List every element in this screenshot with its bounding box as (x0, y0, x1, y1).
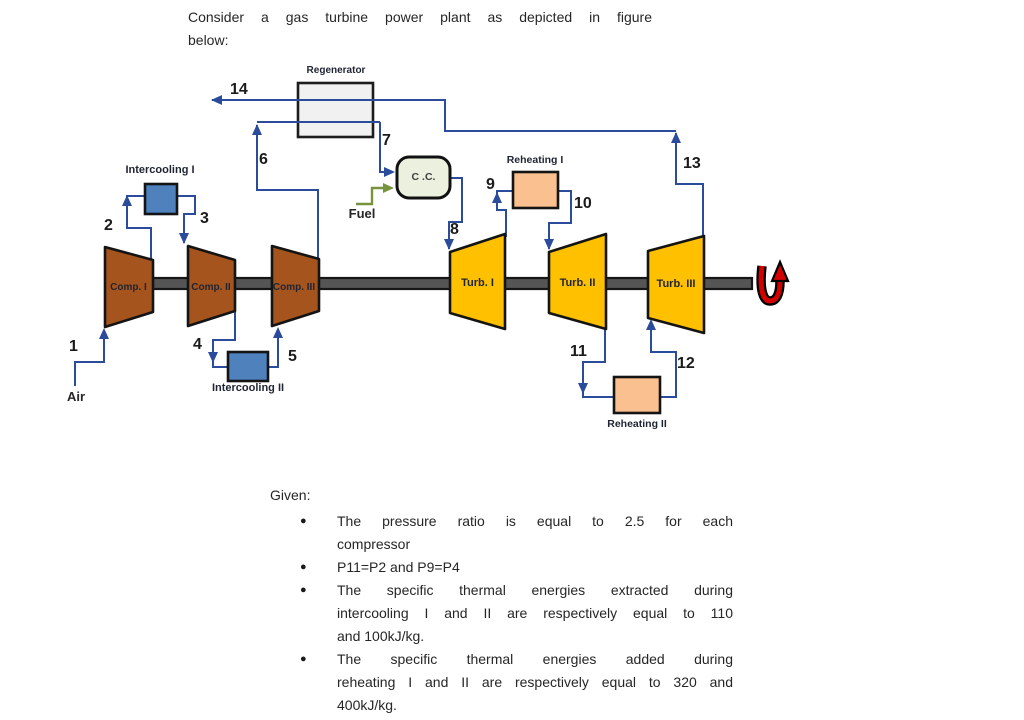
intro-line-2: below: (188, 32, 229, 48)
state-point-1: 1 (69, 338, 78, 355)
pipe-state-13 (675, 133, 704, 238)
state-point-11: 11 (570, 343, 587, 360)
bullet-icon: ● (300, 561, 307, 573)
pipe-state-11 (582, 329, 614, 398)
intro-paragraph: Consider a gas turbine power plant as de… (188, 6, 652, 52)
bullet-line: The pressure ratio is equal to 2.5 for e… (337, 513, 733, 529)
compressor-3-shape (270, 244, 321, 328)
arrow-4-icon (208, 352, 218, 363)
state-point-14: 14 (230, 81, 248, 98)
bullet-icon: ● (300, 515, 307, 527)
pipe-state-3 (177, 195, 196, 243)
intercooling-1-shape (143, 182, 179, 216)
arrow-5-icon (273, 327, 283, 338)
arrow-11-icon (578, 383, 588, 394)
pipe-state-14 (212, 99, 676, 132)
list-item: ● The specific thermal energies extracte… (300, 579, 740, 648)
bullet-text: The specific thermal energies added duri… (337, 648, 733, 717)
arrow-10-icon (544, 239, 554, 250)
combustion-chamber-label: C .C. (411, 171, 436, 183)
arrow-3-icon (179, 233, 189, 244)
regenerator-label: Regenerator (306, 65, 366, 76)
pipe-state-9 (496, 190, 513, 237)
bullet-line: 400kJ/kg. (337, 697, 397, 713)
arrow-2-icon (122, 195, 132, 206)
arrow-6-icon (252, 124, 262, 135)
intercooling-2-shape (226, 350, 270, 383)
state-point-5: 5 (288, 348, 297, 365)
pipe-state-5 (267, 330, 279, 368)
given-section: Given: ● The pressure ratio is equal to … (270, 487, 740, 717)
regenerator-shape (296, 81, 375, 139)
arrow-9-icon (492, 192, 502, 203)
bullet-line: compressor (337, 536, 411, 552)
arrow-7-icon (384, 167, 395, 177)
turbine-2-shape (547, 232, 608, 331)
pipe-state-4 (212, 311, 236, 368)
state-point-12: 12 (677, 355, 695, 372)
intro-line-1: Consider a gas turbine power plant as de… (188, 9, 652, 25)
state-point-7: 7 (382, 132, 391, 149)
turbine-3-shape (646, 234, 706, 335)
list-item: ● P11=P2 and P9=P4 (300, 556, 740, 579)
reheating-1-label: Reheating I (506, 154, 564, 166)
state-point-6: 6 (259, 151, 268, 168)
intercooling-1-label: Intercooling I (125, 164, 195, 176)
pipe-state-1 (74, 331, 105, 386)
bullet-line: intercooling I and II are respectively e… (337, 605, 733, 621)
compressor-2-shape (186, 244, 237, 328)
reheating-2-shape (612, 375, 662, 415)
gas-turbine-diagram (74, 81, 790, 415)
bullet-text: The pressure ratio is equal to 2.5 for e… (337, 510, 733, 556)
arrow-1-icon (99, 328, 109, 339)
bullet-line: reheating I and II are respectively equa… (337, 674, 733, 690)
work-output-arrow-icon (756, 259, 790, 306)
turbine-1-label: Turb. I (461, 277, 494, 289)
turbine-2-label: Turb. II (559, 277, 596, 289)
arrow-14-icon (211, 95, 222, 105)
arrow-8-icon (444, 239, 454, 250)
list-item: ● The pressure ratio is equal to 2.5 for… (300, 510, 740, 556)
compressor-3-label: Comp. III (272, 282, 316, 293)
bullet-line: The specific thermal energies added duri… (337, 651, 733, 667)
arrow-12-icon (646, 319, 656, 330)
reheating-2-label: Reheating II (607, 418, 667, 430)
bullet-text: The specific thermal energies extracted … (337, 579, 733, 648)
state-point-3: 3 (200, 210, 209, 227)
air-label: Air (66, 389, 86, 404)
compressor-1-label: Comp. I (110, 282, 147, 293)
state-point-4: 4 (193, 336, 202, 353)
bullet-icon: ● (300, 584, 307, 596)
fuel-arrowhead (383, 183, 394, 193)
given-label: Given: (270, 487, 311, 503)
state-point-13: 13 (683, 155, 701, 172)
reheating-1-shape (511, 170, 560, 210)
combustion-chamber-shape (395, 155, 452, 200)
pipe-state-10 (548, 190, 572, 249)
pipe-arrowheads (99, 95, 681, 394)
bullet-text: P11=P2 and P9=P4 (337, 556, 733, 579)
pipe-state-2 (126, 195, 152, 259)
state-point-10: 10 (574, 195, 592, 212)
intercooling-2-label: Intercooling II (211, 382, 285, 394)
bullet-line: P11=P2 and P9=P4 (337, 559, 460, 575)
bullet-icon: ● (300, 653, 307, 665)
arrow-13-icon (671, 132, 681, 143)
pipe-state-6 (256, 125, 319, 259)
compressor-2-label: Comp. II (191, 282, 231, 293)
fuel-line (356, 186, 391, 206)
pipe-state-8 (448, 177, 463, 249)
compressor-1-shape (103, 245, 155, 329)
state-point-2: 2 (104, 217, 113, 234)
state-point-9: 9 (486, 176, 495, 193)
pipe-state-12 (650, 321, 677, 398)
turbine-3-label: Turb. III (656, 278, 696, 290)
fuel-label: Fuel (348, 206, 376, 221)
state-point-8: 8 (450, 221, 459, 238)
pipes (74, 99, 704, 398)
bullet-line: and 100kJ/kg. (337, 628, 425, 644)
bullet-line: The specific thermal energies extracted … (337, 582, 733, 598)
list-item: ● The specific thermal energies added du… (300, 648, 740, 717)
turbine-1-shape (448, 232, 507, 331)
